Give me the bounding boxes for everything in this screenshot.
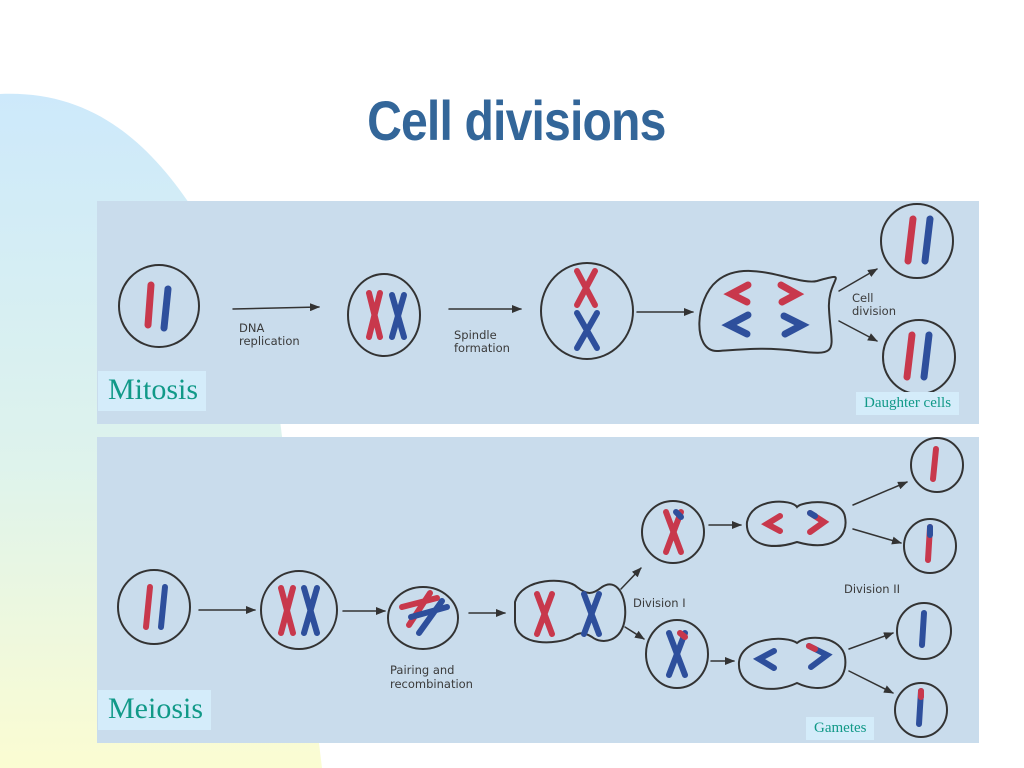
arrow [848, 632, 894, 650]
caption-formation: formation [454, 341, 510, 355]
arrow [852, 528, 902, 545]
caption-division-2: Division II [844, 582, 900, 596]
meiosis-parent-cell [117, 569, 191, 645]
daughter-cells-label: Daughter cells [856, 392, 960, 415]
arrow [232, 303, 320, 312]
caption-dna: DNA [239, 321, 264, 335]
gametes-label: Gametes [806, 717, 875, 740]
arrow [848, 670, 894, 694]
caption-division-1: Division I [633, 596, 686, 610]
mitosis-diagram: DNA replication Spindle formation Cell d… [118, 203, 956, 395]
caption-spindle: Spindle [454, 328, 497, 342]
caption-cell: Cell [852, 291, 874, 305]
caption-division: division [852, 304, 896, 318]
meiosis-pairing-cell [387, 586, 459, 650]
arrow [620, 567, 642, 590]
daughter-cell-top [880, 203, 954, 279]
daughter-cell-bottom [882, 319, 956, 395]
caption-replication: replication [239, 334, 300, 348]
gamete-cell-1 [910, 437, 964, 493]
mitosis-replicated-cell [347, 273, 421, 357]
arrow [624, 626, 645, 640]
division2-dividing-cell-top [745, 500, 847, 547]
division1-cell-top [641, 500, 705, 564]
meiosis-dividing-cell [514, 579, 627, 644]
mitosis-dividing-cell [698, 269, 837, 354]
meiosis-replicated-cell [260, 570, 338, 650]
mitosis-diagram-panel: DNA replication Spindle formation Cell d… [97, 201, 979, 424]
caption-pairing: Pairing and [390, 663, 454, 677]
mitosis-metaphase-cell [540, 262, 634, 360]
division2-dividing-cell-bottom [737, 636, 847, 690]
arrow [838, 268, 878, 292]
caption-recombination: recombination [390, 677, 473, 691]
division1-cell-bottom [645, 619, 709, 689]
meiosis-diagram-panel: Pairing and recombination Division I Div… [97, 437, 979, 743]
mitosis-label: Mitosis [98, 371, 207, 411]
meiosis-label: Meiosis [98, 690, 212, 730]
gamete-cell-2 [903, 518, 957, 574]
meiosis-diagram: Pairing and recombination Division I Div… [117, 437, 964, 738]
mitosis-parent-cell [118, 264, 200, 348]
gamete-cell-4 [894, 682, 948, 738]
arrow [852, 481, 908, 506]
gamete-cell-3 [896, 602, 952, 660]
arrow [838, 320, 878, 342]
slide-title: Cell divisions [367, 89, 666, 152]
